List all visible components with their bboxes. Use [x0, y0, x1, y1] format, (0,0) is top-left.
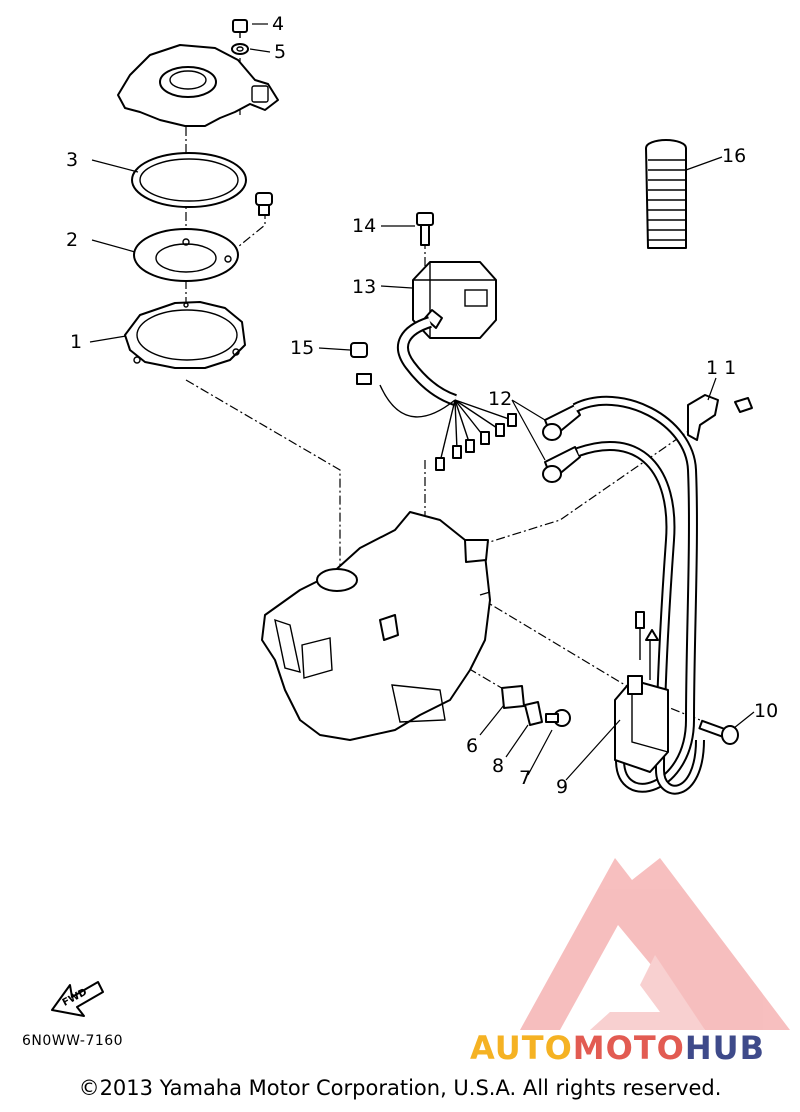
callout-labels: 4 5 3 2 1 16 14 13 15 1 1 12 10 6 8 7 9 [66, 13, 778, 798]
plug-caps-part-12 [542, 404, 581, 483]
callout-13: 13 [352, 276, 376, 298]
callout-12: 12 [488, 388, 512, 410]
bolt-part-10 [698, 719, 739, 745]
spacer-part-8 [524, 701, 543, 726]
plate-part-2 [133, 228, 239, 282]
leader-lines [89, 23, 755, 781]
bolt-part-14 [416, 212, 434, 246]
callout-6: 6 [466, 735, 478, 757]
clip-part-6 [501, 685, 525, 709]
callout-8: 8 [492, 755, 504, 777]
brand-part-moto: MOTO [572, 1029, 685, 1067]
brand-part-hub: HUB [684, 1029, 766, 1067]
callout-15: 15 [290, 337, 314, 359]
sleeve-part-16 [645, 139, 687, 249]
callout-3: 3 [66, 149, 78, 171]
diagram-code: 6N0WW-7160 [22, 1033, 124, 1049]
callout-5: 5 [274, 41, 286, 63]
gasket-part-1 [124, 301, 246, 369]
clamp-part-11 [687, 394, 753, 441]
ignition-coil-part-9 [614, 611, 669, 773]
bolt-part-7 [545, 709, 571, 727]
engine-block [261, 511, 491, 741]
watermark-brand: AUTOMOTOHUB [470, 1029, 765, 1067]
callout-14: 14 [352, 215, 376, 237]
callout-2: 2 [66, 229, 78, 251]
forward-arrow-icon: FWD [51, 981, 104, 1017]
screw-part-2-fastener [255, 192, 273, 216]
callout-11: 1 1 [706, 357, 736, 379]
callout-4: 4 [272, 13, 284, 35]
callout-9: 9 [556, 776, 568, 798]
wire-harness [379, 316, 517, 471]
callout-16: 16 [722, 145, 746, 167]
callout-1: 1 [70, 331, 82, 353]
copyright-notice: ©2013 Yamaha Motor Corporation, U.S.A. A… [78, 1076, 722, 1100]
washer-part-5 [231, 43, 249, 55]
watermark-logo [520, 858, 790, 1030]
callout-7: 7 [519, 767, 531, 789]
bolt-part-15 [350, 342, 372, 385]
callout-10: 10 [754, 700, 778, 722]
ring-part-3 [131, 152, 247, 208]
high-tension-leads [572, 395, 705, 795]
magneto-base-plate [117, 44, 279, 127]
bolt-part-4 [232, 19, 248, 38]
brand-part-auto: AUTO [470, 1029, 573, 1067]
